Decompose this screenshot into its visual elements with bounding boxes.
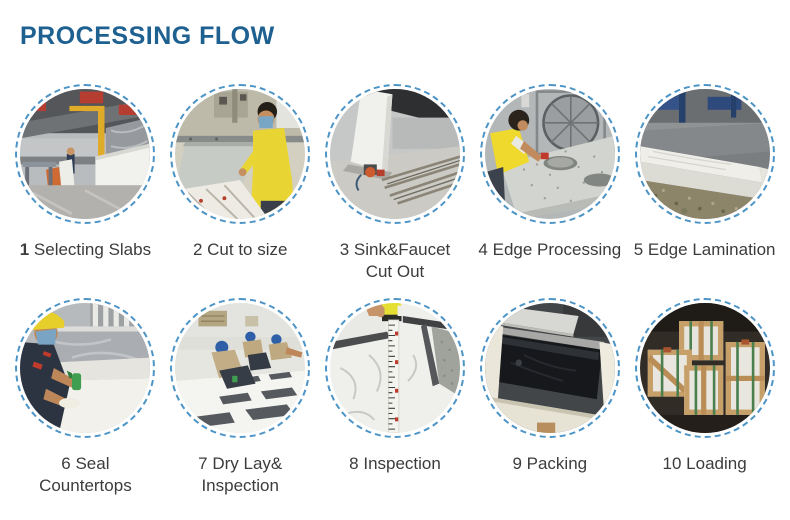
step-1-number: 1 — [19, 240, 30, 259]
step-7-label: Dry Lay& Inspection — [201, 454, 283, 496]
step-4-circle — [479, 84, 620, 224]
step-8-label: Inspection — [363, 454, 441, 473]
step-7-number: 7 — [198, 454, 208, 473]
selecting-slabs-photo — [20, 89, 151, 219]
crates-loading-image — [639, 303, 770, 433]
loading-photo — [639, 303, 770, 433]
step-4-caption: 4 Edge Processing — [478, 239, 621, 261]
edge-lamination-photo — [639, 89, 770, 219]
step-4-label: Edge Processing — [492, 240, 622, 259]
step-2-circle — [170, 84, 311, 224]
inspection-photo — [329, 303, 460, 433]
dry-lay-inspection-image — [175, 303, 306, 433]
step-7: 7 Dry Lay& Inspection — [163, 298, 318, 497]
step-4-number: 4 — [478, 240, 488, 259]
step-7-caption: 7 Dry Lay& Inspection — [198, 453, 282, 497]
step-10-caption: 10 Loading — [663, 453, 747, 475]
step-1-circle — [15, 84, 156, 224]
step-6: 6 Seal Countertops — [8, 298, 163, 497]
step-2-label: Cut to size — [207, 240, 288, 259]
step-7-circle — [170, 298, 311, 438]
seal-countertops-photo — [20, 303, 151, 433]
sink-cutout-image — [329, 89, 460, 219]
step-3-caption: 3 Sink&Faucet Cut Out — [340, 239, 451, 283]
step-1-label: Selecting Slabs — [33, 240, 152, 259]
step-10-number: 10 — [662, 454, 682, 473]
step-9-number: 9 — [512, 454, 522, 473]
cut-to-size-photo — [175, 89, 306, 219]
step-2: 2 Cut to size — [163, 84, 318, 298]
step-1-caption: 1 Selecting Slabs — [20, 239, 151, 261]
cutting-machine-image — [175, 89, 306, 219]
step-3-circle — [324, 84, 465, 224]
step-8-circle — [324, 298, 465, 438]
edge-lamination-image — [639, 89, 770, 219]
step-9: 9 Packing — [472, 298, 627, 497]
page-title: PROCESSING FLOW — [20, 22, 275, 50]
step-10-label: Loading — [686, 454, 747, 473]
step-3: 3 Sink&Faucet Cut Out — [318, 84, 473, 298]
step-2-number: 2 — [192, 240, 203, 259]
packed-countertop-image — [484, 303, 615, 433]
step-3-label: Sink&Faucet Cut Out — [353, 240, 451, 282]
step-9-caption: 9 Packing — [512, 453, 587, 475]
sink-cutout-photo — [329, 89, 460, 219]
step-10: 10 Loading — [627, 298, 782, 497]
step-4: 4 Edge Processing — [472, 84, 627, 298]
step-1: 1 Selecting Slabs — [8, 84, 163, 298]
step-5-caption: 5 Edge Lamination — [634, 239, 776, 261]
process-grid: 1 Selecting Slabs — [8, 84, 782, 497]
step-9-label: Packing — [526, 454, 588, 473]
factory-slab-selection-image — [20, 89, 151, 219]
step-8-number: 8 — [349, 454, 359, 473]
step-6-caption: 6 Seal Countertops — [39, 453, 132, 497]
edge-processing-image — [484, 89, 615, 219]
step-8: 8 Inspection — [318, 298, 473, 497]
step-2-caption: 2 Cut to size — [193, 239, 288, 261]
edge-processing-photo — [484, 89, 615, 219]
sealing-countertop-image — [20, 303, 151, 433]
step-5: 5 Edge Lamination — [627, 84, 782, 298]
step-9-circle — [479, 298, 620, 438]
step-6-label: Seal Countertops — [39, 454, 132, 496]
tape-measure-image — [329, 303, 460, 433]
step-8-caption: 8 Inspection — [349, 453, 441, 475]
step-10-circle — [634, 298, 775, 438]
step-5-circle — [634, 84, 775, 224]
dry-lay-photo — [175, 303, 306, 433]
step-5-label: Edge Lamination — [647, 240, 776, 259]
step-5-number: 5 — [633, 240, 644, 259]
packing-photo — [484, 303, 615, 433]
step-6-number: 6 — [61, 454, 71, 473]
step-3-number: 3 — [339, 240, 350, 259]
step-6-circle — [15, 298, 156, 438]
